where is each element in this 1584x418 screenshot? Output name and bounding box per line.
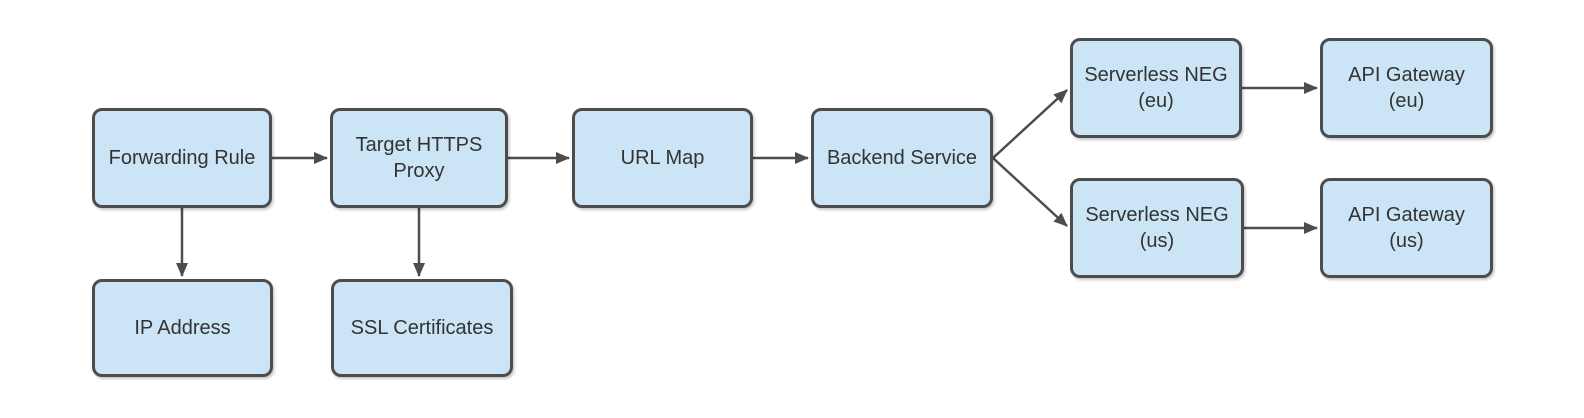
node-api-gateway-us: API Gateway (us) [1320, 178, 1493, 278]
node-label: SSL Certificates [350, 317, 494, 339]
node-serverless-neg-eu: Serverless NEG (eu) [1070, 38, 1242, 138]
node-ip-address: IP Address [92, 279, 273, 377]
edge-backend-service-to-serverless-neg-us [992, 157, 1068, 227]
node-label: Forwarding Rule [108, 147, 256, 169]
node-url-map: URL Map [572, 108, 753, 208]
node-target-https-proxy: Target HTTPS Proxy [330, 108, 508, 208]
node-label: Backend Service [826, 147, 978, 169]
node-label: Serverless NEG (eu) [1084, 64, 1228, 112]
node-ssl-certificates: SSL Certificates [331, 279, 513, 377]
node-forwarding-rule: Forwarding Rule [92, 108, 272, 208]
edge-backend-service-to-serverless-neg-eu [992, 89, 1068, 159]
node-label: IP Address [134, 317, 231, 339]
node-label: URL Map [620, 147, 705, 169]
node-label: API Gateway (eu) [1348, 64, 1465, 112]
node-api-gateway-eu: API Gateway (eu) [1320, 38, 1493, 138]
node-label: API Gateway (us) [1348, 204, 1465, 252]
node-label: Serverless NEG (us) [1085, 204, 1229, 252]
node-serverless-neg-us: Serverless NEG (us) [1070, 178, 1244, 278]
node-label: Target HTTPS Proxy [355, 134, 483, 182]
node-backend-service: Backend Service [811, 108, 993, 208]
